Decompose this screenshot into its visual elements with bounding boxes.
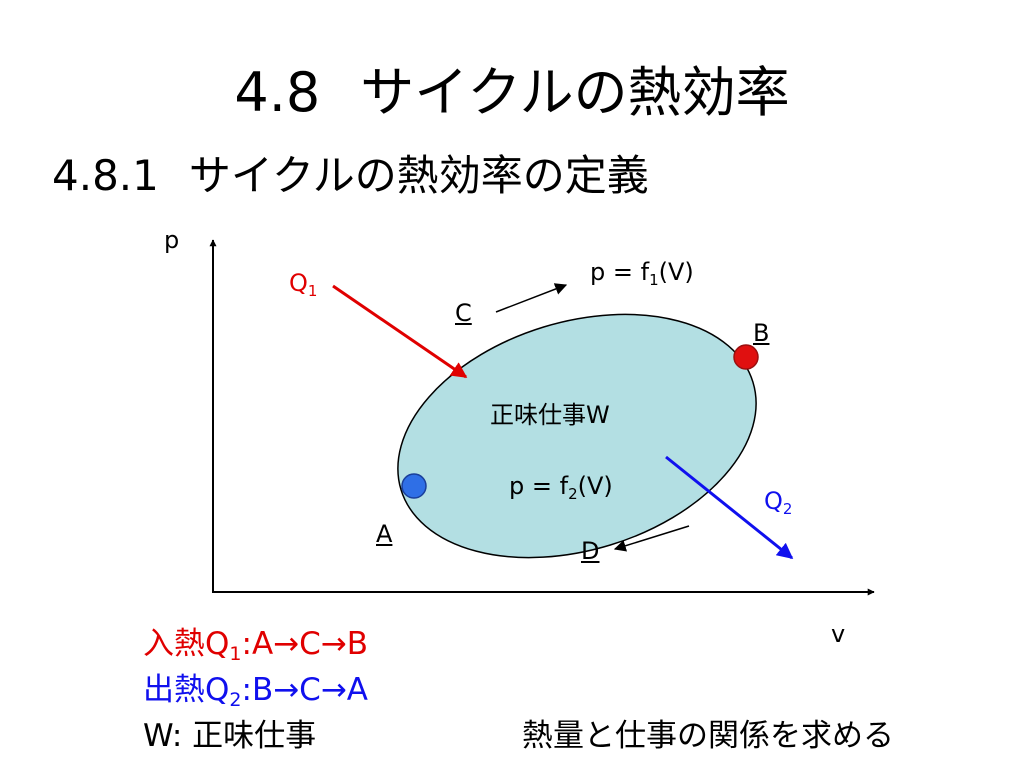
net-work-label: 正味仕事W [490, 401, 610, 429]
point-c-label: C [455, 299, 472, 327]
cycle-region [397, 313, 757, 559]
heat-in-label: Q1 [289, 269, 318, 300]
upper-curve-label: p = f1(V) [590, 258, 694, 289]
section-text: サイクルの熱効率の定義 [188, 151, 649, 200]
heat-out-label: Q2 [764, 487, 793, 518]
upper-direction-arrow [495, 283, 568, 313]
goal-note: 熱量と仕事の関係を求める [522, 718, 894, 754]
heat-out-arrow [665, 455, 794, 560]
legend-heat-in: 入熱Q1:A→C→B [143, 626, 369, 665]
slide-title: 4.8 サイクルの熱効率 [0, 58, 1024, 128]
section-number: 4.8.1 [52, 151, 159, 200]
point-b-marker [733, 344, 759, 370]
point-a-label: A [376, 520, 393, 548]
section-heading: 4.8.1 サイクルの熱効率の定義 [52, 148, 649, 204]
title-number: 4.8 [234, 61, 321, 124]
lower-curve-label: p = f2(V) [509, 472, 613, 503]
legend-work: W: 正味仕事 [143, 718, 317, 754]
point-a-marker [401, 473, 427, 499]
v-axis-label: v [831, 620, 846, 648]
point-d-label: D [581, 537, 600, 565]
legend-heat-out: 出熱Q2:B→C→A [143, 672, 369, 711]
lower-direction-arrow [613, 525, 690, 552]
point-b-label: B [753, 319, 770, 347]
p-axis-label: p [164, 226, 180, 254]
heat-in-arrow [332, 284, 468, 379]
title-text: サイクルの熱効率 [360, 61, 790, 124]
